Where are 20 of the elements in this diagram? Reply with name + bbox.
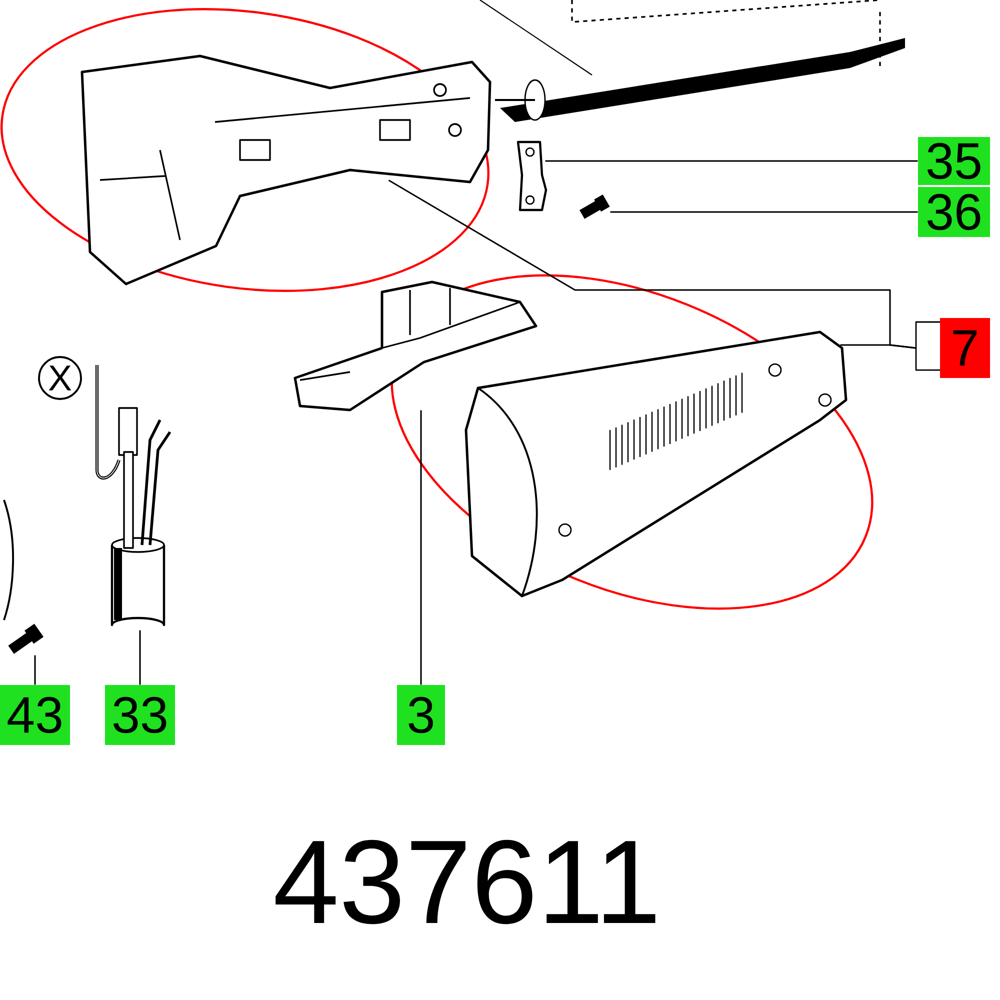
grip-drawing bbox=[464, 330, 848, 598]
callout-number: 35 bbox=[918, 137, 990, 185]
callout-number: 3 bbox=[397, 685, 445, 746]
leader-line bbox=[34, 655, 36, 685]
leader-line bbox=[420, 410, 422, 685]
screw36-drawing bbox=[580, 194, 610, 219]
callout-number: 33 bbox=[105, 685, 175, 746]
screw43-drawing bbox=[8, 624, 44, 654]
handle-drawing bbox=[80, 54, 492, 286]
switch-drawing bbox=[294, 280, 538, 412]
callout-number: 43 bbox=[0, 685, 70, 746]
leader-line bbox=[840, 344, 916, 349]
leader-line bbox=[139, 630, 141, 685]
suppressor-drawing bbox=[95, 364, 172, 626]
part-number: 437611 bbox=[276, 840, 656, 924]
leader-line bbox=[545, 160, 918, 162]
callout-number: 36 bbox=[918, 187, 990, 237]
callout-number: 7 bbox=[915, 318, 990, 378]
clamp-drawing bbox=[516, 140, 548, 212]
leader-line bbox=[610, 211, 918, 213]
